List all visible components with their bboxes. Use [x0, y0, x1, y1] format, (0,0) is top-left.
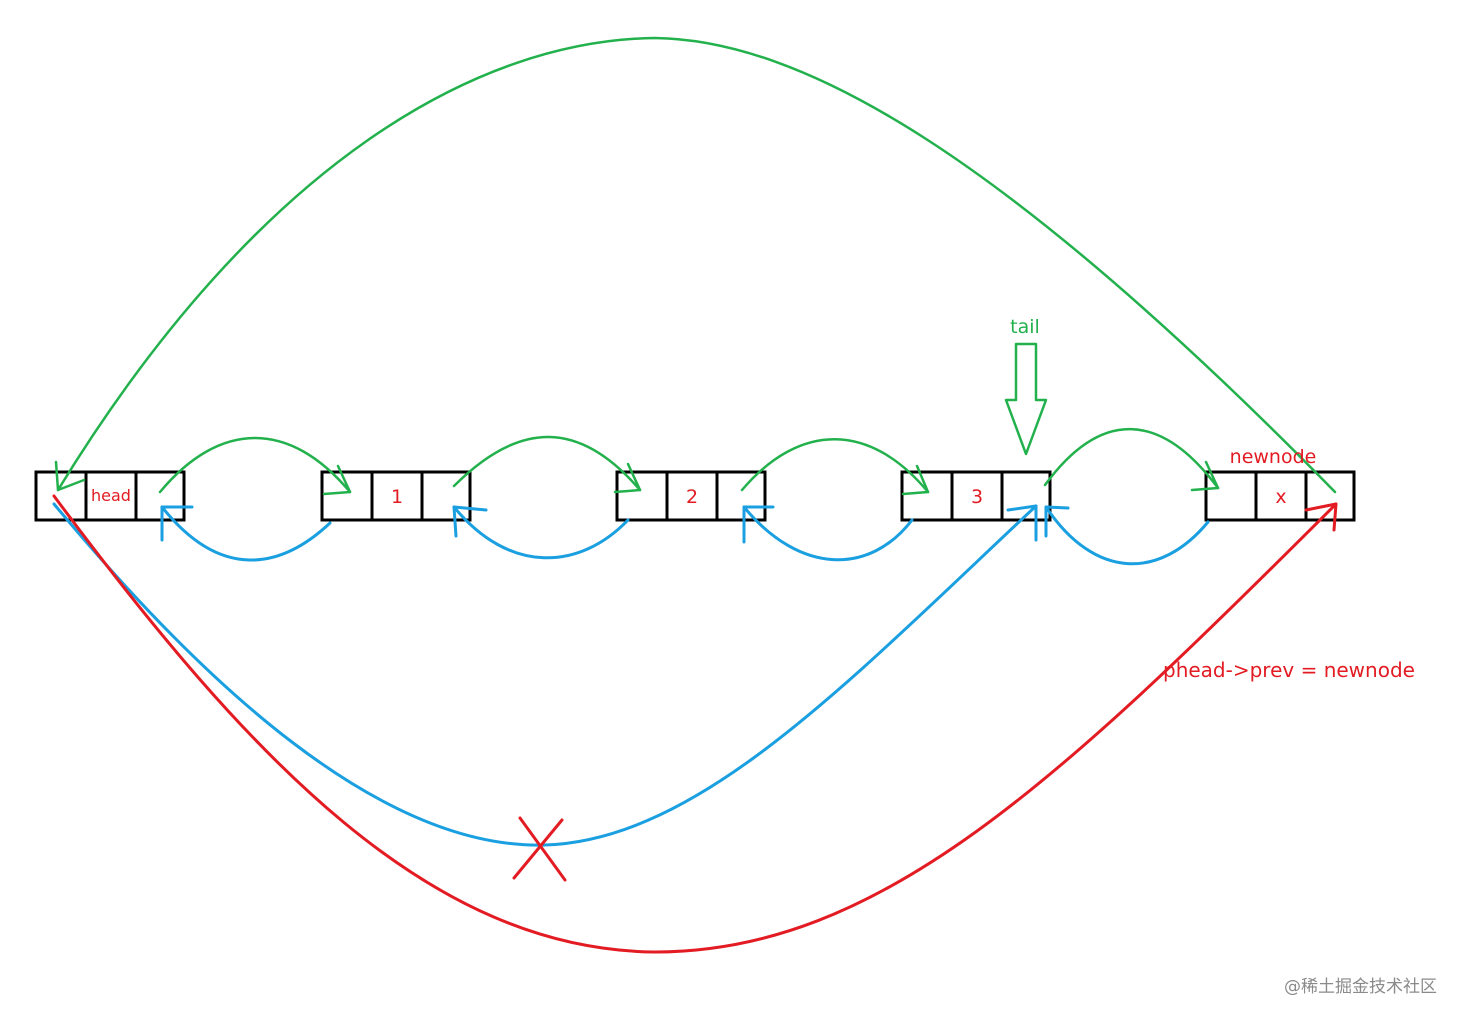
node-newnode: x [1204, 470, 1356, 522]
tail-label: tail [1010, 316, 1040, 338]
node-1: 1 [320, 470, 472, 522]
node-newnode-data-cell [1254, 470, 1308, 522]
prev-links [52, 502, 1210, 847]
removed-link-cross-mark [512, 816, 567, 882]
node-2-label: 2 [686, 486, 698, 508]
assignment-annotation: phead->prev = newnode [1163, 658, 1415, 682]
next-arrow-2-to-3 [740, 438, 930, 496]
node-2: 2 [615, 470, 767, 522]
node-2-next-cell [715, 470, 767, 522]
prev-arrow-3-to-2 [742, 505, 914, 562]
node-head: head [34, 470, 186, 522]
prev-arrow-2-to-1 [452, 505, 630, 560]
next-links [54, 36, 1337, 496]
tail-down-arrow-icon [1004, 342, 1048, 456]
new-prev-link-head-to-newnode [52, 494, 1338, 954]
node-1-label: 1 [391, 486, 403, 508]
node-newnode-next-cell [1304, 470, 1356, 522]
node-head-data-cell [84, 470, 138, 522]
next-arrow-1-to-2 [452, 435, 642, 494]
node-head-next-cell [134, 470, 186, 522]
node-3-prev-cell [900, 470, 954, 522]
node-1-data-cell [370, 470, 424, 522]
node-3-next-cell [1000, 470, 1052, 522]
next-arrow-newnode-to-head [54, 36, 1337, 494]
prev-arrow-head-to-tail-old [52, 502, 1038, 847]
tail-pointer: tail [1004, 316, 1048, 456]
node-newnode-label: x [1275, 486, 1286, 508]
node-head-label: head [91, 486, 131, 505]
node-1-prev-cell [320, 470, 374, 522]
node-2-prev-cell [615, 470, 669, 522]
newnode-label: newnode [1230, 446, 1317, 468]
next-arrow-head-to-1 [158, 436, 352, 496]
node-3: 3 [900, 470, 1052, 522]
watermark-text: @稀土掘金技术社区 [1284, 977, 1437, 997]
node-3-label: 3 [971, 486, 983, 508]
prev-arrow-1-to-head [160, 505, 332, 562]
prev-arrow-newnode-to-3 [1044, 505, 1210, 566]
next-arrow-3-to-newnode [1043, 427, 1220, 492]
